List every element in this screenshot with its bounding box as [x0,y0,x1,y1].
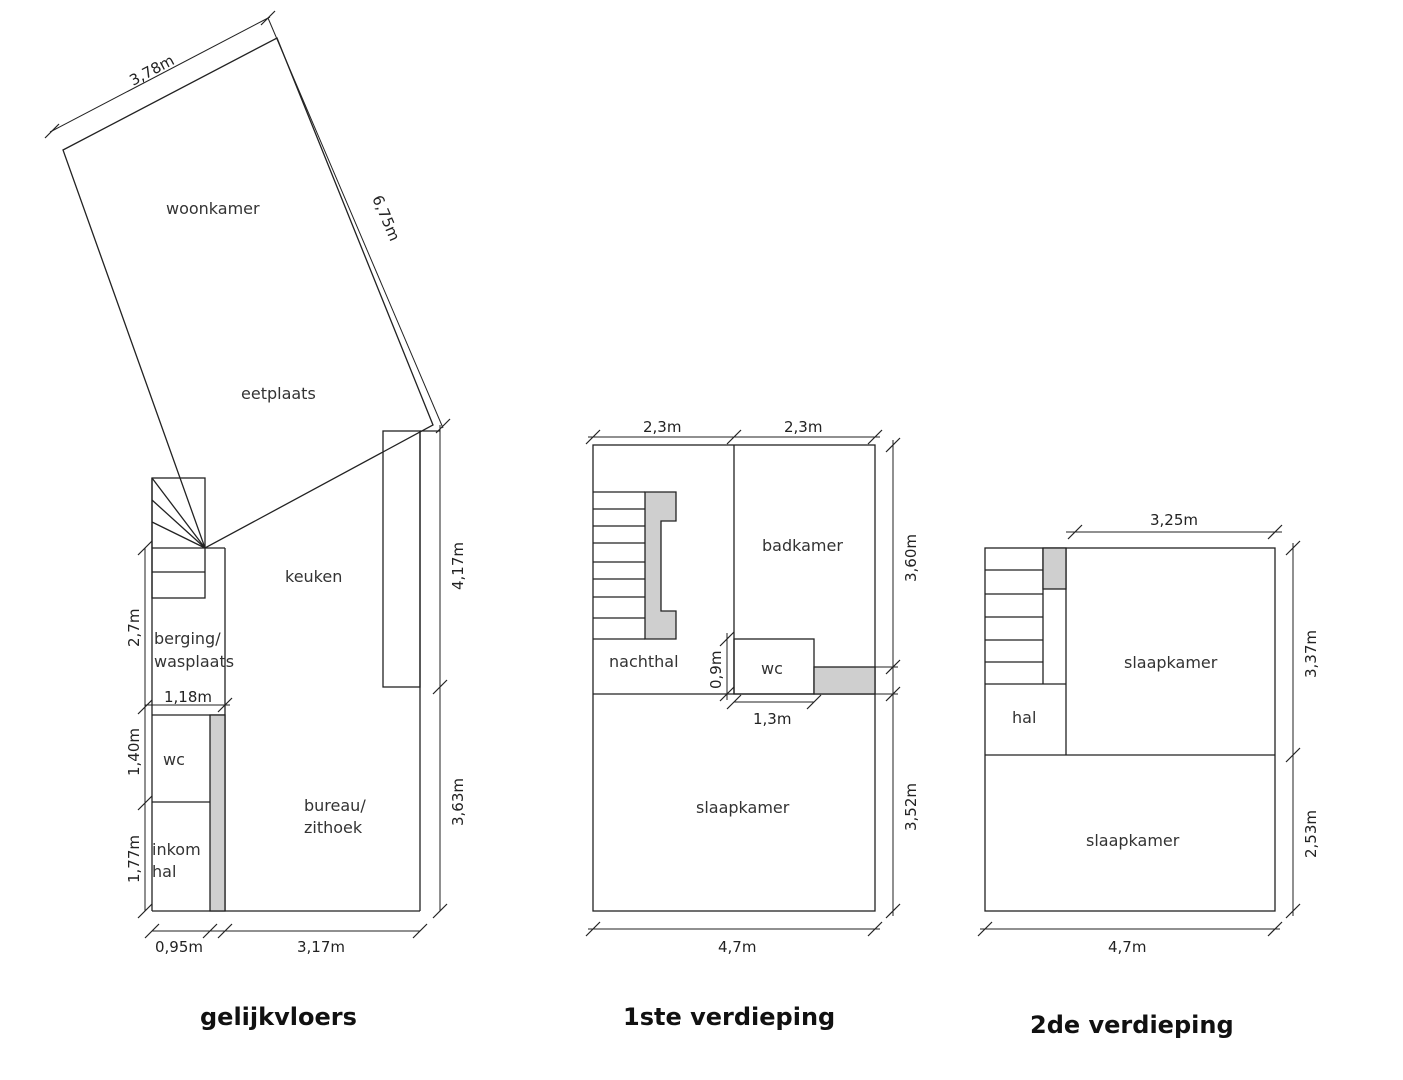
first-floor-plan: nachthal badkamer wc slaapkamer 2,3m 2,3… [585,418,920,1031]
room-label-hal: hal [152,862,176,881]
dim-4-7: 4,7m [718,938,756,956]
room-label-hal: hal [1012,708,1036,727]
living-area-outline [62,37,434,549]
wall-section [209,714,226,912]
room-label-slaapkamer: slaapkamer [696,798,790,817]
room-label-nachthal: nachthal [609,652,679,671]
dim-2-3-right: 2,3m [784,418,822,436]
dim-3-37: 3,37m [1302,630,1320,678]
room-label-zithoek: zithoek [304,818,363,837]
dim-3-78: 3,78m [126,51,177,89]
dim-2-53: 2,53m [1302,810,1320,858]
dim-3-25: 3,25m [1150,511,1198,529]
ground-floor-plan: woonkamer eetplaats keuken berging/ wasp… [44,10,467,1031]
room-label-wasplaats: wasplaats [154,652,234,671]
room-label-slaapkamer-top: slaapkamer [1124,653,1218,672]
dim-3-63: 3,63m [449,778,467,826]
second-floor-plan: slaapkamer hal slaapkamer 3,25m 3,37m 2,… [977,511,1320,1039]
staircase [593,491,677,640]
room-label-eetplaats: eetplaats [241,384,316,403]
dim-1-18: 1,18m [164,688,212,706]
room-label-woonkamer: woonkamer [166,199,260,218]
dim-1-40: 1,40m [125,728,143,776]
dim-3-52: 3,52m [902,783,920,831]
floor-title-2de-verdieping: 2de verdieping [1030,1011,1234,1039]
room-label-badkamer: badkamer [762,536,843,555]
room-label-bureau: bureau/ [304,796,366,815]
staircase [151,477,206,599]
dim-4-7: 4,7m [1108,938,1146,956]
dim-1-77: 1,77m [125,835,143,883]
dim-1-3: 1,3m [753,710,791,728]
dim-6-75: 6,75m [368,193,403,244]
dim-3-17: 3,17m [297,938,345,956]
room-label-keuken: keuken [285,567,342,586]
dim-0-9: 0,9m [707,651,725,689]
floor-title-1ste-verdieping: 1ste verdieping [623,1003,835,1031]
room-label-inkom: inkom [152,840,201,859]
room-label-wc: wc [761,659,783,678]
room-label-berging: berging/ [154,629,221,648]
dim-4-17: 4,17m [449,542,467,590]
dim-3-60: 3,60m [902,534,920,582]
floor-title-gelijkvloers: gelijkvloers [200,1003,357,1031]
dim-2-7: 2,7m [125,609,143,647]
room-label-slaapkamer-bottom: slaapkamer [1086,831,1180,850]
dim-2-3-left: 2,3m [643,418,681,436]
room-label-wc: wc [163,750,185,769]
dim-0-95: 0,95m [155,938,203,956]
kitchen-counter [382,430,421,688]
staircase [985,547,1067,684]
